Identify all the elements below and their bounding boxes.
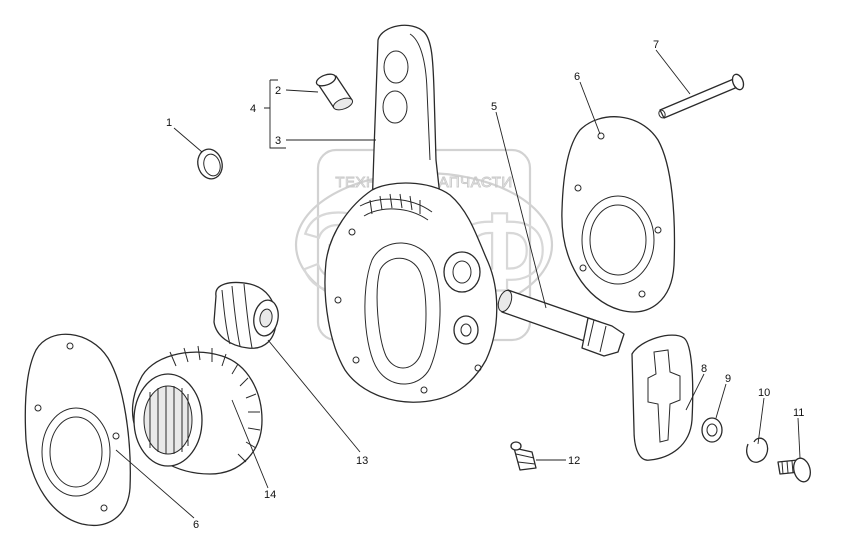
callout-9: 9: [725, 373, 731, 385]
callout-12: 12: [568, 455, 580, 467]
part-13-worm: [213, 281, 279, 349]
callout-14: 14: [264, 489, 276, 501]
callout-1: 1: [166, 117, 172, 129]
callout-11: 11: [793, 407, 804, 419]
callout-labels: 1 2 3 4 5 6 6 7 8 9 10 11 12 13 14: [166, 39, 804, 531]
callout-10: 10: [758, 387, 770, 399]
callout-2: 2: [275, 85, 281, 97]
part-9-washer: [701, 417, 723, 443]
callout-13: 13: [356, 455, 368, 467]
slack-adjuster-body: [324, 24, 498, 403]
part-12-grease-nipple: [510, 441, 537, 471]
callout-6-upper: 6: [574, 71, 580, 83]
part-11-screw: [777, 457, 811, 483]
part-7-pin: [658, 73, 745, 119]
callout-6-lower: 6: [193, 519, 199, 531]
part-8-lock-plate: [631, 334, 694, 461]
callout-4: 4: [250, 103, 256, 115]
callout-7: 7: [653, 39, 659, 51]
part-6-cover-plate-left: [24, 333, 131, 526]
callout-3: 3: [275, 135, 281, 147]
part-1-plug: [197, 148, 223, 180]
part-5-worm-shaft: [497, 289, 625, 357]
part-14-gear-ring: [131, 345, 263, 475]
callout-5: 5: [491, 101, 497, 113]
leader-lines: [115, 49, 801, 519]
part-6-cover-plate-right: [561, 116, 676, 313]
part-2-bushing: [315, 73, 354, 111]
part-10-spring-ring: [746, 437, 769, 463]
callout-8: 8: [701, 363, 707, 375]
